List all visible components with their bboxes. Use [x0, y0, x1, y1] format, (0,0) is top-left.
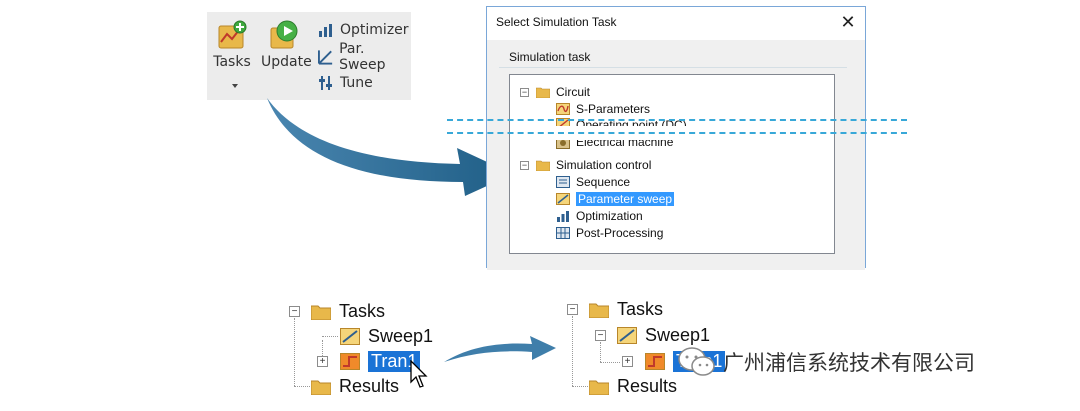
tree-item-label: Results [617, 375, 678, 396]
tune-label: Tune [340, 75, 373, 91]
tasks-button[interactable]: Tasks [213, 20, 251, 70]
tune-button[interactable]: Tune [318, 74, 373, 92]
group-border [499, 67, 847, 68]
tree-item-label: Circuit [556, 85, 591, 99]
tree-connector [322, 336, 338, 337]
close-button[interactable]: ✕ [840, 12, 856, 32]
break-line-bottom [447, 132, 907, 134]
ribbon-panel: Tasks Update Optimizer Par. Sweep [207, 12, 411, 100]
tree-item-electrical-machine[interactable]: Electrical machine [556, 140, 673, 149]
collapse-tasks-toggle[interactable]: − [567, 304, 578, 315]
tasks-icon [217, 20, 247, 50]
select-simulation-task-dialog: Select Simulation Task ✕ Simulation task… [486, 6, 866, 270]
transient-icon [645, 352, 665, 370]
tree-connector [600, 362, 620, 363]
tree-item-parameter-sweep[interactable]: Parameter sweep [556, 191, 675, 207]
optimizer-icon [319, 24, 332, 37]
tree-item-label: S-Parameters [576, 102, 651, 116]
parameter-sweep-icon [340, 327, 360, 345]
sequence-icon [556, 176, 570, 188]
transient-icon [340, 352, 360, 370]
collapse-simulation-control-toggle[interactable]: − [520, 160, 529, 170]
collapse-circuit-toggle[interactable]: − [520, 87, 529, 97]
tree-item-operating-point[interactable]: Operating point (DC) [556, 118, 687, 126]
wechat-logo-icon [678, 347, 715, 376]
tree-item-results[interactable]: Results [589, 374, 677, 398]
tree-item-circuit[interactable]: Circuit [536, 84, 590, 100]
tree-connector [572, 316, 573, 386]
folder-icon [311, 305, 331, 320]
tree-item-post-processing[interactable]: Post-Processing [556, 225, 663, 241]
tree-item-label-selected: Parameter sweep [576, 192, 675, 206]
update-label: Update [261, 54, 312, 70]
tree-item-label: Electrical machine [576, 140, 674, 149]
folder-icon [311, 380, 331, 395]
folder-icon [589, 380, 609, 395]
post-processing-icon [556, 227, 570, 239]
simulation-task-tree[interactable]: − Circuit S-Parameters Operating point (… [509, 74, 835, 254]
electrical-machine-icon [556, 140, 570, 149]
curved-arrow-icon [267, 98, 513, 196]
group-label: Simulation task [509, 50, 591, 64]
tree-item-tasks[interactable]: Tasks [311, 299, 385, 323]
update-icon [269, 20, 299, 50]
tree-item-tran1[interactable]: Tran1 [340, 349, 421, 373]
tree-connector [322, 340, 323, 362]
tree-item-results[interactable]: Results [311, 374, 399, 398]
tree-item-sequence[interactable]: Sequence [556, 174, 630, 190]
tree-item-label-selected: Tran1 [368, 350, 421, 372]
tree-item-label: Results [339, 375, 400, 396]
expand-tran1-toggle[interactable]: + [317, 356, 328, 367]
par-sweep-icon [318, 50, 333, 65]
folder-icon [536, 160, 550, 171]
optimizer-label: Optimizer [340, 22, 409, 38]
optimizer-button[interactable]: Optimizer [318, 21, 409, 39]
watermark: 广州浦信系统技术有限公司 [677, 345, 975, 379]
tree-item-label: Tasks [339, 300, 386, 321]
tree-connector [572, 386, 590, 387]
parameter-sweep-icon [556, 193, 570, 205]
tree-connector [600, 342, 601, 362]
tree-item-label: Sweep1 [645, 324, 711, 345]
tree-connector [294, 386, 312, 387]
tree-item-label: Simulation control [556, 158, 652, 172]
tree-item-sweep1[interactable]: Sweep1 [340, 324, 433, 348]
tasks-dropdown-caret[interactable] [232, 84, 238, 88]
tree-item-label: Tasks [617, 298, 664, 319]
tree-item-sweep1[interactable]: Sweep1 [617, 323, 710, 347]
tree-connector [294, 318, 295, 386]
tree-item-label: Optimization [576, 209, 643, 223]
s-parameters-icon [556, 103, 570, 115]
collapse-sweep1-toggle[interactable]: − [595, 330, 606, 341]
tasks-label: Tasks [213, 54, 251, 70]
update-button[interactable]: Update [261, 20, 312, 70]
break-line-top [447, 119, 907, 121]
optimization-icon [557, 211, 569, 222]
collapse-tasks-toggle[interactable]: − [289, 306, 300, 317]
curved-arrow-icon [444, 336, 556, 362]
mouse-cursor-icon [410, 360, 428, 388]
parameter-sweep-icon [617, 326, 637, 344]
expand-tran1-toggle[interactable]: + [622, 356, 633, 367]
folder-icon [589, 303, 609, 318]
par-sweep-label: Par. Sweep [339, 41, 386, 73]
folder-icon [536, 87, 550, 98]
watermark-text: 广州浦信系统技术有限公司 [723, 351, 975, 375]
tree-item-label: Sweep1 [368, 325, 434, 346]
tree-item-label: Post-Processing [576, 226, 664, 240]
tree-item-simulation-control[interactable]: Simulation control [536, 157, 651, 173]
tree-item-label: Operating point (DC) [576, 118, 687, 126]
tree-item-label: Sequence [576, 175, 631, 189]
par-sweep-button[interactable]: Par. Sweep [318, 41, 411, 73]
operating-point-icon [556, 118, 570, 126]
dialog-title: Select Simulation Task [496, 15, 617, 29]
tree-item-optimization[interactable]: Optimization [556, 208, 643, 224]
tune-icon [319, 76, 332, 90]
tree-item-s-parameters[interactable]: S-Parameters [556, 101, 650, 117]
tree-item-tasks[interactable]: Tasks [589, 297, 663, 321]
